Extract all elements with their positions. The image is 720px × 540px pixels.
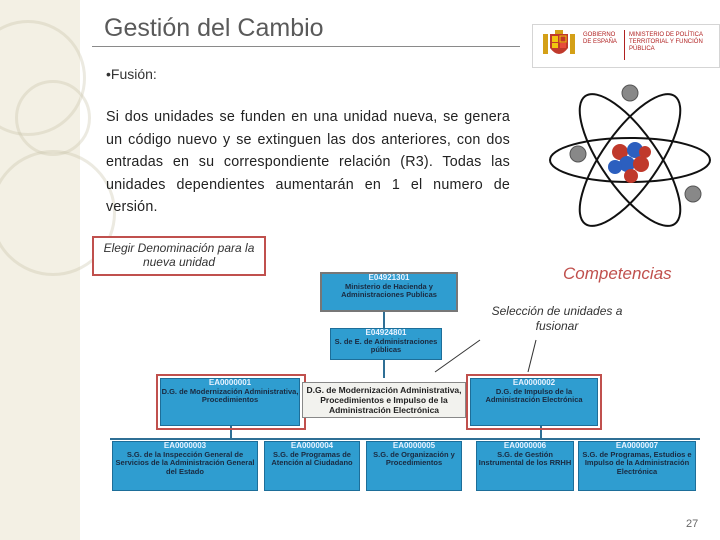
org-node-ea0000005[interactable]: EA0000005 S.G. de Organización y Procedi… [366,441,462,491]
coat-of-arms-icon [543,30,575,60]
org-node-name: S.G. de la Inspección General de Servici… [113,451,257,477]
org-node-root[interactable]: E04921301 Ministerio de Hacienda y Admin… [320,272,458,312]
bullet-heading: •Fusión: [106,66,157,82]
page-number: 27 [686,518,698,530]
callout-elegir-denominacion: Elegir Denominación para la nueva unidad [92,236,266,276]
org-node-level2[interactable]: E04924801 S. de E. de Administraciones p… [330,328,442,360]
org-connector [110,438,700,440]
org-connector [383,312,385,328]
body-paragraph: Si dos unidades se funden en una unidad … [106,106,510,219]
org-node-name: S.G. de Programas de Atención al Ciudada… [265,451,359,468]
government-logo: GOBIERNO DE ESPAÑA MINISTERIO DE POLÍTIC… [532,24,720,68]
org-node-name: S.G. de Programas, Estudios e Impulso de… [579,451,695,477]
selection-box-right [466,374,602,430]
decorative-circle [15,80,91,156]
callout-elegir-text: Elegir Denominación para la nueva unidad [104,241,255,269]
org-node-name: S.G. de Gestión Instrumental de los RRHH [477,451,573,468]
logo-divider [624,30,625,60]
logo-gobierno-text: GOBIERNO DE ESPAÑA [583,32,623,46]
logo-ministerio-text: MINISTERIO DE POLÍTICA TERRITORIAL Y FUN… [629,32,715,53]
org-connector [383,360,385,378]
competencias-label: Competencias [563,264,672,284]
org-node-name: Ministerio de Hacienda y Administracione… [322,283,456,300]
org-node-ea0000006[interactable]: EA0000006 S.G. de Gestión Instrumental d… [476,441,574,491]
org-node-ea0000004[interactable]: EA0000004 S.G. de Programas de Atención … [264,441,360,491]
callout-seleccion: Selección de unidades a fusionar [482,298,632,342]
org-node-ea0000003[interactable]: EA0000003 S.G. de la Inspección General … [112,441,258,491]
selection-box-left [156,374,306,430]
title-underline [92,46,520,47]
merged-unit-name: D.G. de Modernización Administrativa, Pr… [302,382,466,418]
callout-seleccion-text: Selección de unidades a fusionar [492,304,623,333]
merged-unit-text: D.G. de Modernización Administrativa, Pr… [306,385,461,415]
org-node-name: S.G. de Organización y Procedimientos [367,451,461,468]
atom-icon [545,72,715,247]
org-node-name: S. de E. de Administraciones públicas [331,338,441,355]
org-node-ea0000007[interactable]: EA0000007 S.G. de Programas, Estudios e … [578,441,696,491]
slide-title: Gestión del Cambio [104,14,324,43]
